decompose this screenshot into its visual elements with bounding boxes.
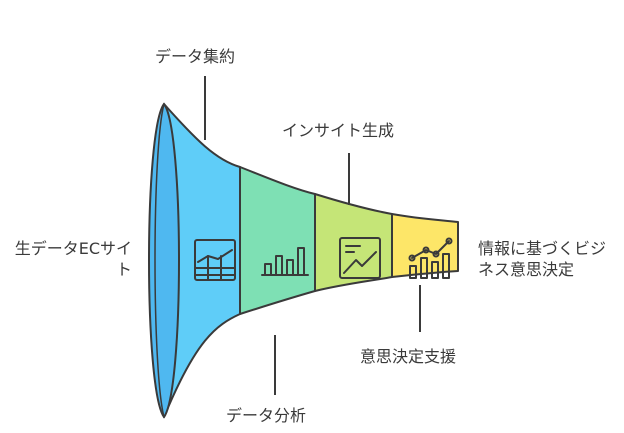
stage-label-data-aggregation: データ集約	[155, 47, 236, 66]
trend-chart-icon	[339, 237, 381, 279]
input-label: 生データECサイト	[14, 239, 132, 279]
stage-label-insight-generation: インサイト生成	[282, 121, 395, 140]
bar-chart-icon	[261, 247, 309, 276]
output-label: 情報に基づくビジネス意思決定	[478, 239, 607, 279]
stage-label-decision-support: 意思決定支援	[360, 347, 457, 366]
funnel-segment-data-analysis	[239, 166, 316, 315]
funnel-mouth-edge	[154, 103, 165, 418]
growth-chart-icon	[408, 237, 453, 279]
funnel-mouth	[148, 102, 180, 419]
spreadsheet-chart-icon	[194, 239, 236, 281]
stage-label-data-analysis: データ分析	[226, 406, 307, 425]
